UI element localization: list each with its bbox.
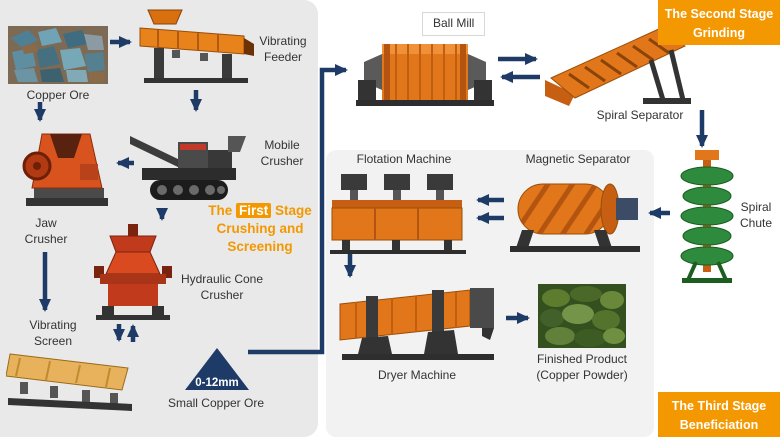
vibrating-feeder-label: Vibrating Feeder [259,34,307,64]
third-stage-line1: The Third Stage [658,397,780,416]
finished-product-image [538,284,626,348]
dryer-machine-label: Dryer Machine [377,368,457,382]
stage-word-the: The [208,203,233,218]
first-stage-line3: Screening [227,239,293,255]
first-stage-caption: The First Stage Crushing and Screening [204,202,316,257]
jaw-crusher-image [22,133,108,206]
badge-word-stage: Stage [739,7,774,21]
size-triangle: 0-12mm [185,348,249,390]
ball-mill-label: Ball Mill [422,12,486,36]
mobile-crusher-image [130,136,246,200]
second-stage-line2: Grinding [692,25,746,40]
first-stage-line2: Crushing and [216,221,304,237]
stage-word-stage: Stage [275,203,312,218]
badge-word-the: The [671,399,694,413]
copper-ore-image [8,26,108,84]
copper-ore-label: Copper Ore [26,88,90,102]
badge-word-the: The [664,7,688,21]
second-stage-badge: The Second Stage Grinding [658,0,780,45]
ball-mill-image [356,44,494,106]
third-stage-badge: The Third Stage Beneficiation [658,392,780,437]
magnetic-separator-label: Magnetic Separator [525,152,631,166]
vibrating-screen-image [6,353,132,411]
stage-word-first: First [235,203,272,218]
vibrating-feeder-image [139,9,254,83]
badge-word-second: Second [690,7,736,21]
second-stage-line1: The Second Stage [658,5,780,24]
first-stage-line1: The First Stage [204,202,316,220]
spiral-chute-label: Spiral Chute [739,200,773,230]
spiral-separator-image [545,24,691,106]
flotation-machine-label: Flotation Machine [356,152,452,166]
badge-word-third: Third [697,399,729,413]
badge-word-stage: Stage [732,399,767,413]
mobile-crusher-label: Mobile Crusher [260,138,304,168]
magnetic-separator-image [510,183,640,252]
vibrating-screen-label: Vibrating Screen [29,318,77,348]
small-copper-ore-label: Small Copper Ore [167,396,265,410]
size-range-label: 0-12mm [195,377,238,389]
finished-product-label: Finished Product (Copper Powder) [536,352,628,382]
spiral-separator-label: Spiral Separator [596,108,684,122]
dryer-machine-image [339,288,494,360]
arrow-small-ore-to-ballmill [248,64,348,355]
hydraulic-cone-crusher-image [94,224,172,320]
third-stage-line2: Beneficiation [679,417,759,432]
hydraulic-cone-crusher-label: Hydraulic Cone Crusher [180,272,264,302]
spiral-chute-image [680,150,734,283]
flotation-machine-image [330,174,466,254]
jaw-crusher-label: Jaw Crusher [24,216,68,246]
